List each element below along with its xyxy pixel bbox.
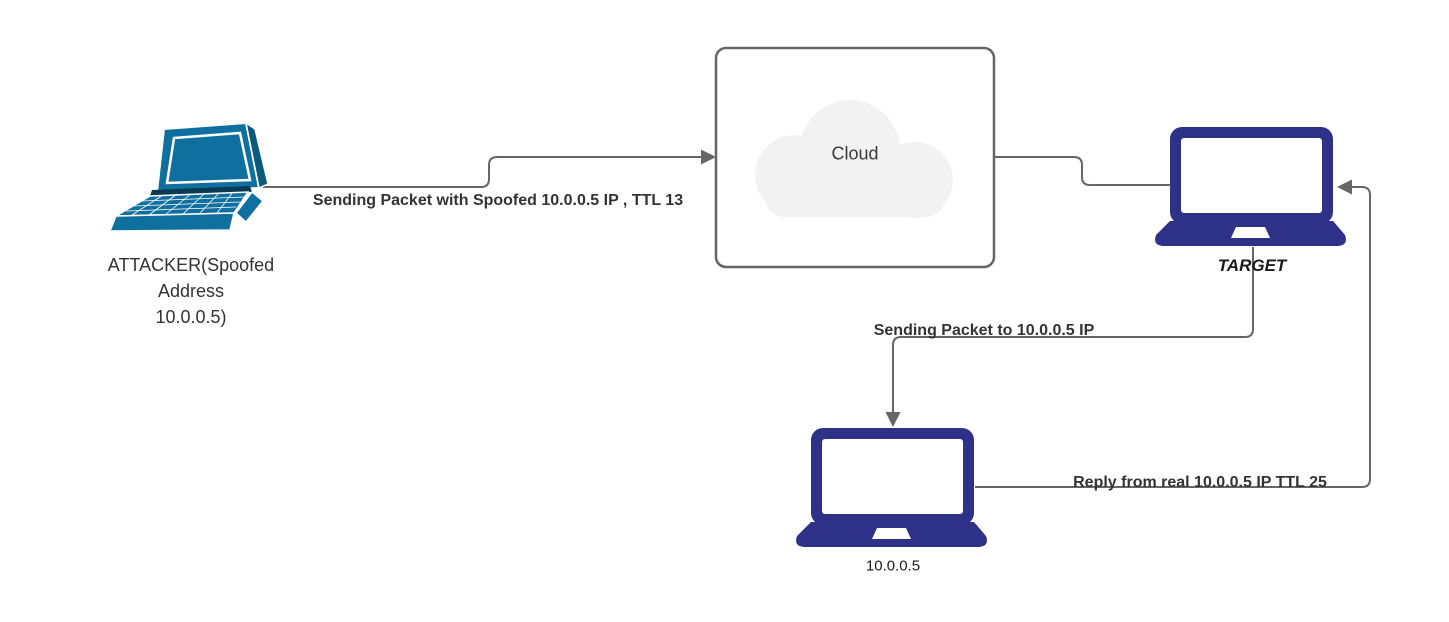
arrowhead-right-icon [701,149,716,165]
arrowhead-left-icon [1337,179,1352,195]
keyboard-grid [125,191,245,216]
cloud-box [714,46,996,269]
target-label: TARGET [1217,256,1287,275]
edge-label-spoofed-packet: Sending Packet with Spoofed 10.0.0.5 IP … [312,192,684,209]
cloud-label: Cloud [831,143,879,164]
arrowhead-down-icon [885,412,901,427]
edge-cloud-to-target [994,156,1170,186]
attacker-label: ATTACKER(Spoofed Address 10.0.0.5) [107,255,275,327]
edge-label-sending-packet: Sending Packet to 10.0.0.5 IP [873,322,1095,339]
target-laptop-icon [1155,127,1346,246]
cloud-icon [755,100,953,218]
real-host-laptop-icon [796,428,987,547]
attacker-laptop-icon [108,121,269,232]
edge-target-to-real-host [885,247,1254,427]
real-host-label: 10.0.0.5 [865,557,921,575]
edge-real-host-to-target [975,179,1371,488]
edge-label-reply: Reply from real 10.0.0.5 IP TTL 25 [1073,474,1327,491]
edge-attacker-to-cloud [263,149,716,188]
